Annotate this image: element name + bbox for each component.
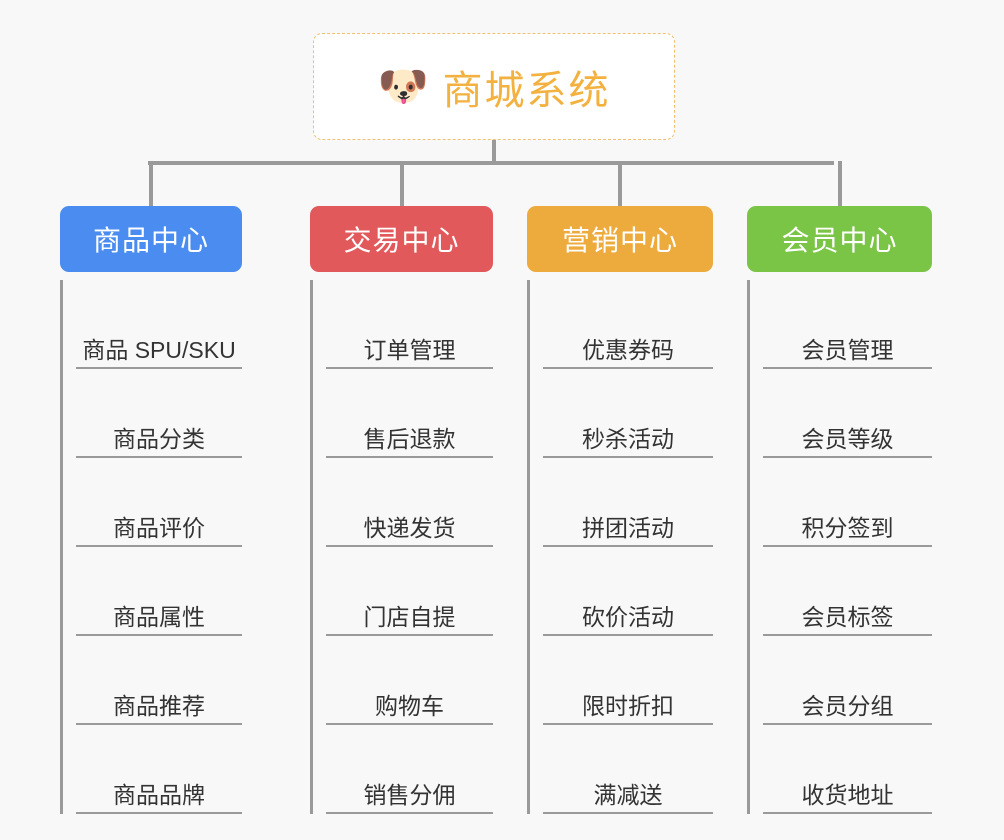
category-header[interactable]: 会员中心 [747,206,932,272]
connector-drop-4 [837,161,842,206]
category-item[interactable]: 砍价活动 [543,547,713,636]
category-item-label: 销售分佣 [363,781,456,808]
category-item-label: 商品属性 [113,603,205,630]
category-header[interactable]: 交易中心 [310,206,493,272]
category-item[interactable]: 拼团活动 [543,458,713,547]
category-item-label: 砍价活动 [582,603,674,630]
root-node-title: 商城系统 [442,68,611,113]
category-item[interactable]: 商品品牌 [76,725,242,814]
category-item[interactable]: 商品推荐 [76,636,242,725]
connector-drop-1 [149,161,153,206]
category-item-label: 满减送 [593,781,663,808]
category-item[interactable]: 积分签到 [763,458,932,547]
category-column: 营销中心优惠券码秒杀活动拼团活动砍价活动限时折扣满减送 [527,206,713,814]
category-column: 商品中心商品 SPU/SKU 商品分类商品评价商品属性商品推荐商品品牌 [60,206,242,814]
category-item[interactable]: 商品评价 [76,458,242,547]
connector-bus [148,161,834,165]
category-item-label: 售后退款 [363,425,456,452]
category-item[interactable]: 商品分类 [76,369,242,458]
category-item-label: 购物车 [375,692,444,719]
connector-drop-2 [399,161,404,206]
category-item-label: 会员等级 [801,425,894,452]
category-header[interactable]: 营销中心 [527,206,713,272]
category-item[interactable]: 商品属性 [76,547,242,636]
category-item[interactable]: 售后退款 [326,369,493,458]
category-item-list: 订单管理售后退款快递发货门店自提购物车销售分佣 [310,280,493,814]
category-header[interactable]: 商品中心 [60,206,242,272]
category-item-list: 会员管理会员等级积分签到会员标签会员分组收货地址 [747,280,932,814]
root-node[interactable]: 🐶 商城系统 [313,33,675,140]
dog-face-icon: 🐶 [377,63,429,109]
category-item-label: 秒杀活动 [582,425,674,452]
category-item-list: 优惠券码秒杀活动拼团活动砍价活动限时折扣满减送 [527,280,713,814]
category-item-label: 会员管理 [801,336,894,363]
category-item-label: 商品评价 [113,514,205,541]
category-column: 交易中心订单管理售后退款快递发货门店自提购物车销售分佣 [310,206,493,814]
category-item[interactable]: 商品 SPU/SKU [76,280,242,369]
category-item[interactable]: 会员分组 [763,636,932,725]
category-item-label: 拼团活动 [582,514,674,541]
category-item-label: 会员标签 [801,603,894,630]
category-item-label: 会员分组 [801,692,894,719]
category-item-label: 优惠券码 [582,336,674,363]
category-item[interactable]: 会员等级 [763,369,932,458]
category-item[interactable]: 快递发货 [326,458,493,547]
category-item-label: 商品推荐 [113,692,205,719]
category-item[interactable]: 购物车 [326,636,493,725]
category-item-label: 积分签到 [801,514,894,541]
category-item-label: 收货地址 [801,781,894,808]
category-item[interactable]: 优惠券码 [543,280,713,369]
category-column: 会员中心会员管理会员等级积分签到会员标签会员分组收货地址 [747,206,932,814]
connector-stem [492,140,496,164]
category-item-label: 门店自提 [363,603,456,630]
category-item-label: 订单管理 [363,336,456,363]
category-item[interactable]: 满减送 [543,725,713,814]
category-item-label: 限时折扣 [582,692,674,719]
category-item[interactable]: 秒杀活动 [543,369,713,458]
category-item-list: 商品 SPU/SKU 商品分类商品评价商品属性商品推荐商品品牌 [60,280,242,814]
category-item[interactable]: 会员标签 [763,547,932,636]
category-item[interactable]: 销售分佣 [326,725,493,814]
connector-drop-3 [618,161,622,206]
category-item[interactable]: 限时折扣 [543,636,713,725]
category-item-label: 商品品牌 [113,781,205,808]
category-item-label: 商品分类 [113,425,205,452]
category-item[interactable]: 会员管理 [763,280,932,369]
category-item-label: 快递发货 [363,514,456,541]
category-item[interactable]: 收货地址 [763,725,932,814]
category-item[interactable]: 门店自提 [326,547,493,636]
category-item[interactable]: 订单管理 [326,280,493,369]
category-item-label: 商品 SPU/SKU [82,336,236,363]
